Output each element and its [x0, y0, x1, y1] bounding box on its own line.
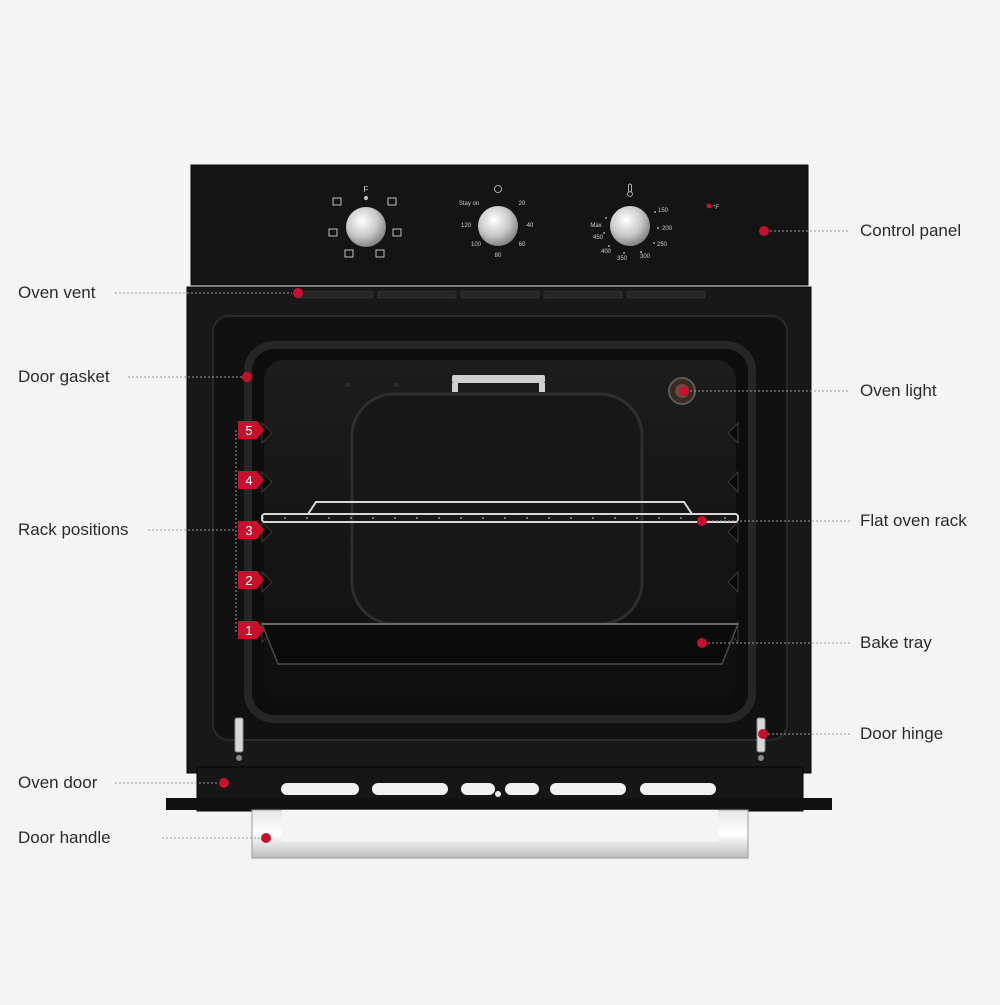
door-handle[interactable]	[251, 809, 749, 859]
left-door-hinge	[234, 717, 244, 761]
function-mode-icons	[328, 195, 402, 258]
rack-badge-1-shape	[238, 621, 264, 639]
label-control-panel: Control panel	[860, 221, 962, 240]
dot-oven-door	[219, 778, 229, 788]
rack-badge-3-text: 3	[245, 523, 252, 538]
rack-badge-1-text: 1	[245, 623, 252, 638]
bake-tray	[260, 623, 740, 665]
top-screws	[345, 383, 399, 387]
label-oven-door: Oven door	[18, 773, 98, 792]
element-bracket	[452, 375, 545, 392]
temp-tick-dots	[603, 211, 659, 254]
temp-300-label: 300	[640, 254, 651, 260]
timer-knob[interactable]	[478, 206, 518, 246]
oven-vent	[296, 290, 706, 299]
rack-badge-4-shape	[238, 471, 264, 489]
timer-120-label: 120	[461, 223, 472, 229]
temp-150-label: 150	[658, 208, 669, 214]
callout-dots	[219, 226, 769, 843]
function-knob[interactable]	[346, 207, 386, 247]
timer-20-label: 20	[519, 201, 526, 207]
label-bake-tray: Bake tray	[860, 633, 932, 652]
rack-badge-2-text: 2	[245, 573, 252, 588]
dot-oven-vent	[293, 288, 303, 298]
rack-badge-2-shape	[238, 571, 264, 589]
dot-door-gasket	[242, 372, 252, 382]
temp-max-label: Max	[590, 223, 601, 229]
cavity-back-panel	[350, 392, 644, 626]
temp-200-label: 200	[662, 226, 673, 232]
label-flat-oven-rack: Flat oven rack	[860, 511, 967, 530]
temp-400-label: 400	[601, 249, 612, 255]
timer-80-label: 80	[495, 253, 502, 259]
dot-control-panel	[759, 226, 769, 236]
label-door-gasket: Door gasket	[18, 367, 110, 386]
temp-450-label: 450	[593, 235, 604, 241]
temp-350-label: 350	[617, 256, 628, 262]
dot-door-hinge	[758, 729, 768, 739]
timer-100-label: 100	[471, 242, 482, 248]
label-door-hinge: Door hinge	[860, 724, 944, 743]
dot-oven-light	[679, 386, 689, 396]
flat-oven-rack	[261, 501, 739, 523]
indicator-light	[706, 203, 712, 209]
dot-flat-oven-rack	[697, 516, 707, 526]
rack-badge-5-shape	[238, 421, 264, 439]
temp-250-label: 250	[657, 242, 668, 248]
rack-badge-5-text: 5	[245, 423, 252, 438]
callout-lines	[115, 230, 850, 839]
label-rack-positions: Rack positions	[18, 520, 129, 539]
rack-position-badges: 5 4 3 2 1	[238, 421, 264, 639]
rack-badge-4-text: 4	[245, 473, 252, 488]
dot-bake-tray	[697, 638, 707, 648]
thermometer-icon	[627, 183, 633, 197]
dot-door-handle	[261, 833, 271, 843]
timer-40-label: 40	[527, 223, 534, 229]
function-f-label: F	[364, 185, 369, 194]
timer-stay-on-label: Stay on	[459, 201, 479, 207]
rack-badge-3-shape	[238, 521, 264, 539]
timer-60-label: 60	[519, 242, 526, 248]
oven-door	[166, 766, 832, 812]
label-oven-light: Oven light	[860, 381, 937, 400]
clock-icon	[494, 185, 502, 193]
label-door-handle: Door handle	[18, 828, 111, 847]
temperature-knob[interactable]	[610, 206, 650, 246]
temperature-unit-label: °F	[713, 205, 719, 211]
label-oven-vent: Oven vent	[18, 283, 96, 302]
